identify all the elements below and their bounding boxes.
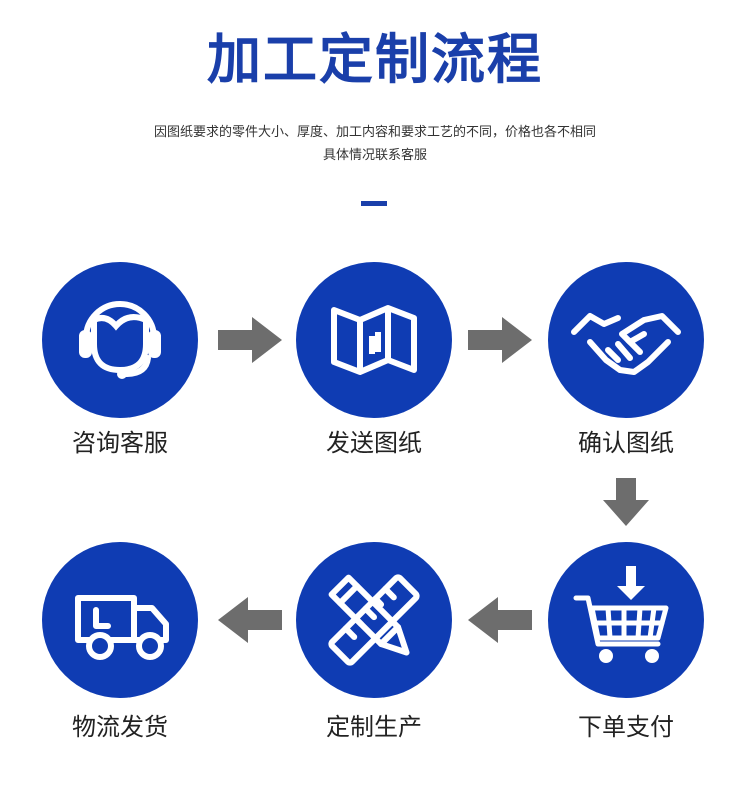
step-label-consult: 咨询客服 [72, 429, 168, 457]
arrow-left-icon [218, 597, 282, 643]
page-title: 加工定制流程 [207, 28, 543, 91]
step-label-send-drawing: 发送图纸 [326, 429, 422, 457]
folded-map-icon [331, 305, 417, 375]
step-order-pay-circle [548, 542, 704, 698]
customer-service-headset-icon [79, 301, 161, 379]
step-label-delivery: 物流发货 [72, 713, 168, 741]
delivery-truck-icon [75, 595, 169, 660]
title-divider [361, 201, 387, 206]
subtitle-line-2: 具体情况联系客服 [322, 148, 427, 163]
step-label-order-pay: 下单支付 [578, 713, 674, 741]
step-delivery-circle [42, 542, 198, 698]
step-confirm-drawing-circle [548, 262, 704, 418]
subtitle-line-1: 因图纸要求的零件大小、厚度、加工内容和要求工艺的不同，价格也各不相同 [153, 125, 596, 140]
arrow-down-icon [603, 478, 649, 526]
handshake-icon [571, 313, 681, 375]
step-production-circle [296, 542, 452, 698]
page-subtitle: 因图纸要求的零件大小、厚度、加工内容和要求工艺的不同，价格也各不相同 具体情况联… [0, 121, 750, 167]
shopping-cart-icon [573, 566, 669, 663]
arrow-right-icon [218, 317, 282, 363]
step-consult-circle [42, 262, 198, 418]
step-send-drawing-circle [296, 262, 452, 418]
pencil-ruler-icon [328, 574, 420, 666]
step-label-confirm-drawing: 确认图纸 [578, 429, 674, 457]
step-label-production: 定制生产 [326, 713, 422, 741]
arrow-left-icon [468, 597, 532, 643]
arrow-right-icon [468, 317, 532, 363]
